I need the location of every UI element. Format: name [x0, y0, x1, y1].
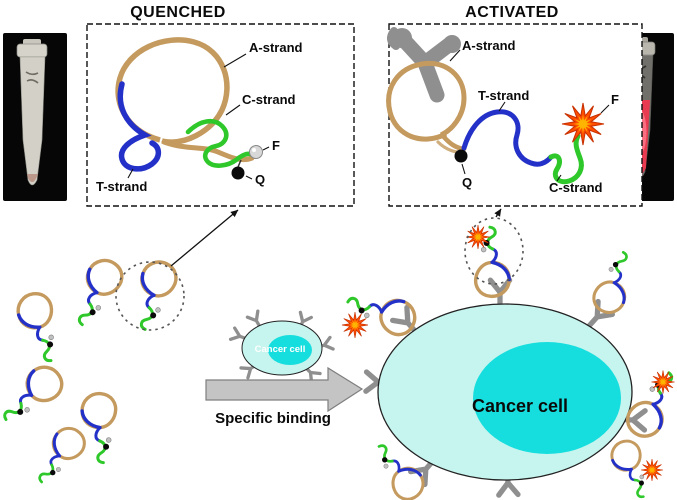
- probe-icon: [31, 421, 91, 494]
- t-strand-wave: [461, 109, 554, 167]
- large-cell-label: Cancer cell: [472, 396, 568, 416]
- f-callout-line: [600, 104, 610, 114]
- callout-arrow-left: [170, 209, 239, 267]
- q-callout-line: [461, 163, 466, 175]
- quenched-structure: A-strand C-strand T-strand F Q: [96, 37, 303, 194]
- c-strand-curve: [548, 133, 584, 185]
- quenched-title: QUENCHED: [130, 4, 226, 21]
- large-cell-nucleus: [473, 342, 621, 454]
- small-cell-nucleus: [268, 335, 312, 365]
- activated-t-strand-label: T-strand: [478, 88, 529, 103]
- small-cancer-cell: Cancer cell: [228, 309, 335, 384]
- c-strand-callout-line: [556, 174, 562, 182]
- probe-icon: [70, 254, 128, 334]
- quenched-a-strand-label: A-strand: [249, 40, 303, 55]
- highlight-circle-left: [115, 261, 185, 331]
- quenched-f-label: F: [272, 138, 280, 153]
- activated-q-label: Q: [462, 175, 472, 190]
- callout-arrow-right: [494, 208, 502, 218]
- c-strand-coil: [185, 118, 253, 168]
- helix-strand: [161, 139, 255, 163]
- quencher-link: [237, 159, 242, 168]
- probe-icon: [10, 286, 75, 367]
- c-strand-callout-line: [225, 104, 241, 116]
- f-callout-line: [262, 146, 270, 151]
- t-strand-callout-line: [127, 168, 134, 179]
- binding-label: Specific binding: [215, 410, 331, 427]
- activated-structure: A-strand T-strand C-strand F Q: [386, 27, 619, 195]
- activated-title: ACTIVATED: [465, 4, 559, 21]
- probe-icon: [77, 388, 129, 467]
- quenched-c-strand-label: C-strand: [242, 92, 296, 107]
- a-strand-loop: [386, 60, 467, 142]
- flare-icon: [341, 311, 369, 339]
- tube-cap: [16, 43, 48, 58]
- binding-arrow: [205, 366, 364, 413]
- highlight-circle-right: [464, 217, 524, 285]
- free-probe-cluster: [0, 254, 180, 494]
- a-strand-callout-line: [449, 49, 461, 62]
- probe-icon: [133, 258, 180, 335]
- quenched-q-label: Q: [255, 172, 265, 187]
- tube-marker-smudge: [25, 71, 39, 84]
- fluorophore-highlight: [252, 148, 256, 152]
- large-cancer-cell: Cancer cell: [366, 280, 645, 495]
- probe-icon: [0, 358, 70, 437]
- tube-residue: [27, 174, 38, 183]
- receptor-fragment-blob: [387, 27, 461, 103]
- activated-c-strand-label: C-strand: [549, 180, 603, 195]
- activated-a-strand-label: A-strand: [462, 38, 516, 53]
- t-strand-curve: [117, 81, 162, 172]
- a-strand-callout-line: [223, 53, 247, 68]
- tube-body: [19, 56, 46, 186]
- activated-f-label: F: [611, 92, 619, 107]
- tube-photo-quenched: [3, 33, 67, 201]
- q-callout-line: [245, 175, 253, 180]
- activated-panel-frame: [388, 23, 643, 207]
- quencher-icon: [454, 149, 468, 163]
- fluorophore-icon: [249, 145, 263, 159]
- quencher-icon: [231, 166, 245, 180]
- flare-icon: [640, 458, 664, 482]
- t-strand-callout-line: [498, 101, 506, 112]
- quenched-t-strand-label: T-strand: [96, 179, 147, 194]
- small-cell-label: Cancer cell: [255, 344, 306, 355]
